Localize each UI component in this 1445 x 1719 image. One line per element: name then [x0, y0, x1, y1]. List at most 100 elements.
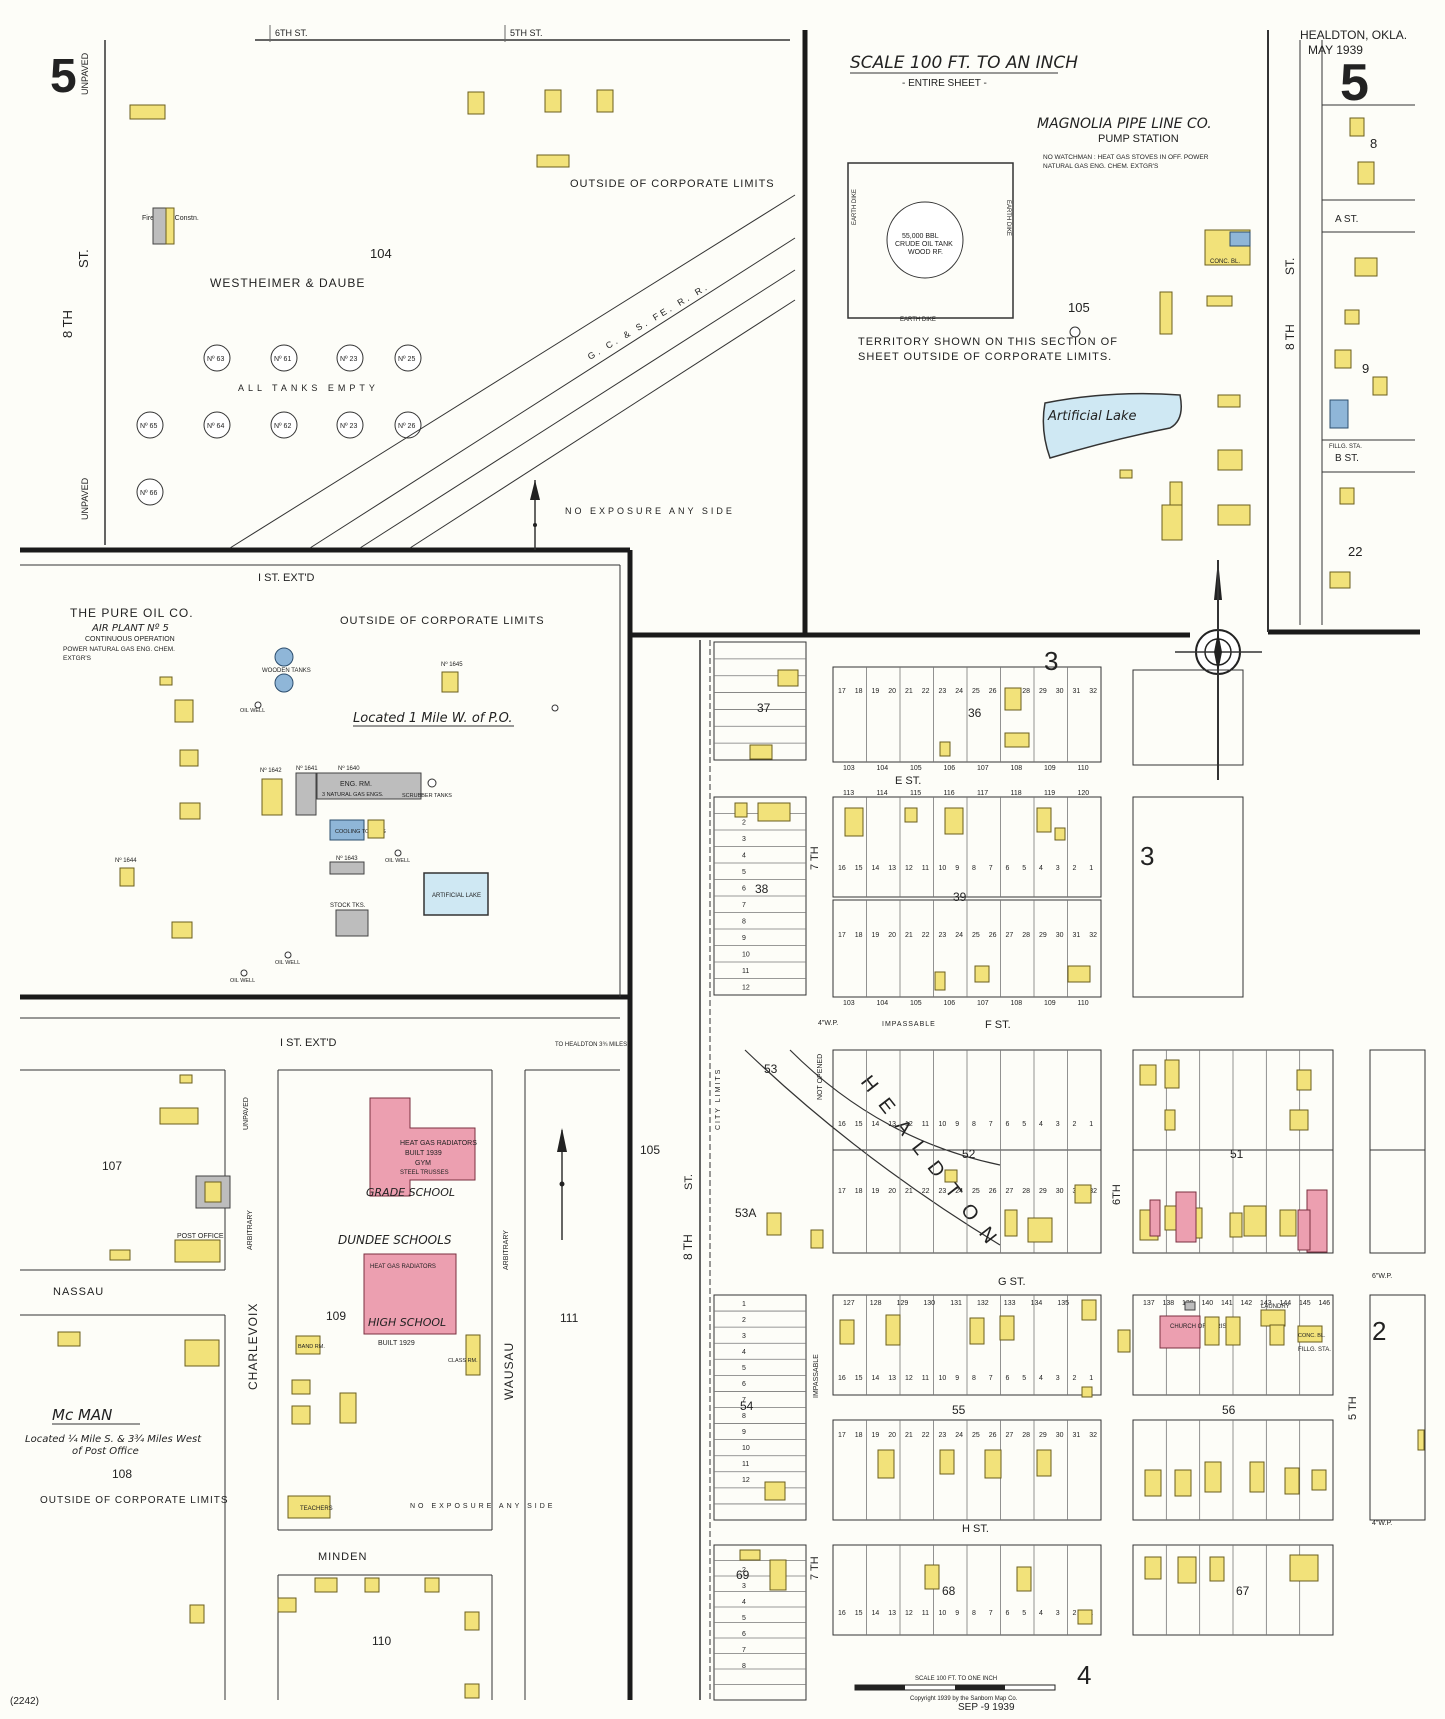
- city-limits-grid: CITY LIMITS: [715, 1068, 722, 1130]
- lot-number: 32: [1089, 1432, 1097, 1439]
- tank-1641: Nº 1641: [296, 765, 318, 772]
- block-69: 69: [736, 1568, 750, 1582]
- block-104: 104: [370, 246, 392, 261]
- arbitrary-charlevoix: ARBITRARY: [247, 1210, 254, 1250]
- lot-number: 16: [838, 1375, 846, 1382]
- cooling-label: COOLING TOWERS: [335, 829, 386, 835]
- copyright: Copyright 1939 by the Sanborn Map Co.: [910, 1696, 1018, 1702]
- magnolia-title: MAGNOLIA PIPE LINE CO.: [1037, 116, 1212, 132]
- lot-number: 7: [989, 1610, 993, 1617]
- storage-tank: [136, 478, 164, 506]
- lot-number: 105: [910, 765, 922, 772]
- block-56: 56: [1222, 1403, 1236, 1417]
- lot-number: 30: [1056, 1188, 1064, 1195]
- lot-number: 7: [989, 1375, 993, 1382]
- oil-well-3: OIL WELL: [275, 960, 300, 966]
- block-68: 68: [942, 1584, 956, 1598]
- outside-limits-bottom: OUTSIDE OF CORPORATE LIMITS: [40, 1495, 229, 1506]
- high-school-building: [363, 1253, 457, 1335]
- lot-number: 20: [888, 1188, 896, 1195]
- tank-label: Nº 23: [340, 356, 357, 363]
- lot-number: 10: [939, 1610, 947, 1617]
- lot-number: 6: [742, 1381, 746, 1388]
- lot-number: 120: [1078, 790, 1090, 797]
- lot-number: 28: [1022, 932, 1030, 939]
- street-8th-left: 8 TH: [60, 310, 75, 338]
- sheet-number-left: 5: [50, 50, 77, 103]
- lot-number: 2: [742, 1567, 746, 1574]
- lot-number: 28: [1022, 1432, 1030, 1439]
- lot-number: 109: [1044, 765, 1056, 772]
- block-52: 52: [962, 1147, 976, 1161]
- lot-number: 17: [838, 688, 846, 695]
- lot-number: 25: [972, 1188, 980, 1195]
- lot-number: 10: [742, 1445, 750, 1452]
- tank-1640: Nº 1640: [338, 765, 360, 772]
- lot-number: 21: [905, 1188, 913, 1195]
- lot-number: 23: [939, 1188, 947, 1195]
- wp-g: 6"W.P.: [1372, 1273, 1392, 1280]
- street-5th-top: 5TH ST.: [510, 28, 543, 38]
- lot-number: 8: [972, 865, 976, 872]
- block-109: 109: [326, 1309, 346, 1323]
- lot-number: 24: [955, 1432, 963, 1439]
- wooden-tanks: WOODEN TANKS: [262, 668, 311, 674]
- f-street: F ST.: [985, 1019, 1011, 1031]
- lot-number: 27: [1006, 1188, 1014, 1195]
- i-st-extd-bottom: I ST. EXT'D: [280, 1037, 337, 1049]
- lot-number: 2: [1073, 865, 1077, 872]
- tank-label: Nº 65: [140, 423, 157, 430]
- street-8th-right-st: ST.: [1283, 258, 1297, 275]
- e-street: E ST.: [895, 775, 921, 787]
- lot-number: 6: [742, 1631, 746, 1638]
- lot-number: 11: [922, 1375, 929, 1382]
- lot-number: 113: [843, 790, 854, 797]
- post-office-label: POST OFFICE: [177, 1233, 224, 1240]
- block-108: 108: [112, 1467, 132, 1481]
- unpaved-charlevoix: UNPAVED: [243, 1097, 250, 1130]
- lot-number: 3: [742, 1583, 746, 1590]
- lot-number: 4: [742, 853, 746, 860]
- north-arrow-icon: [557, 1128, 567, 1240]
- lot-number: 140: [1202, 1300, 1214, 1307]
- section-westheimer: 6TH ST. 5TH ST. 8 TH ST. UNPAVED UNPAVED…: [60, 25, 796, 550]
- magnolia-note1: NO WATCHMAN : HEAT GAS STOVES IN OFF. PO…: [1043, 154, 1209, 161]
- lot-number: 108: [1011, 1000, 1023, 1007]
- lot-number: 20: [888, 1432, 896, 1439]
- healdton-street: HEALDTON: [856, 1072, 1009, 1259]
- section-town-grid: 105 8 TH ST. CITY LIMITS 7 TH 7 TH 6TH 5…: [640, 640, 1426, 1713]
- engine-room: [316, 772, 422, 800]
- lot-number: 130: [923, 1300, 935, 1307]
- street-7th: 7 TH: [809, 846, 821, 870]
- storage-tank: [336, 411, 364, 439]
- built-1929: BUILT 1929: [378, 1340, 415, 1347]
- earth-dike-bottom: EARTH DIKE: [900, 317, 936, 323]
- section-right-strip: A ST. B ST. 8 TH ST. 8 9 22 FILLG. STA.: [1283, 40, 1415, 625]
- lot-number: 30: [1056, 1432, 1064, 1439]
- located-1-mile: Located 1 Mile W. of P.O.: [353, 711, 513, 726]
- lot-number: 133: [1004, 1300, 1016, 1307]
- lot-number: 23: [939, 1432, 947, 1439]
- lot-number: 107: [977, 1000, 989, 1007]
- lot-number: 7: [742, 902, 746, 909]
- lot-number: 5: [1022, 865, 1026, 872]
- steel-trusses: STEEL TRUSSES: [400, 1170, 449, 1176]
- lot-number: 2: [1073, 1121, 1077, 1128]
- lot-number: 29: [1039, 932, 1047, 939]
- section-magnolia: MAGNOLIA PIPE LINE CO. PUMP STATION NO W…: [847, 116, 1251, 541]
- lot-number: 31: [1073, 688, 1081, 695]
- lot-number: 131: [950, 1300, 962, 1307]
- lot-number: 20: [888, 932, 896, 939]
- lot-number: 8: [742, 919, 746, 926]
- street-8th-left-st: ST.: [76, 249, 91, 268]
- lot-number: 22: [922, 688, 930, 695]
- no-exposure-bottom: NO EXPOSURE ANY SIDE: [410, 1503, 555, 1510]
- tank-label: Nº 62: [274, 423, 291, 430]
- lot-number: 18: [855, 688, 863, 695]
- grade-school-label: GRADE SCHOOL: [366, 1186, 455, 1199]
- block-54: 54: [740, 1399, 754, 1413]
- lot-number: 17: [838, 1432, 846, 1439]
- block-105-mid: 105: [640, 1143, 660, 1157]
- lot-number: 3: [1056, 1610, 1060, 1617]
- scale-title: SCALE 100 FT. TO AN INCH: [850, 53, 1078, 73]
